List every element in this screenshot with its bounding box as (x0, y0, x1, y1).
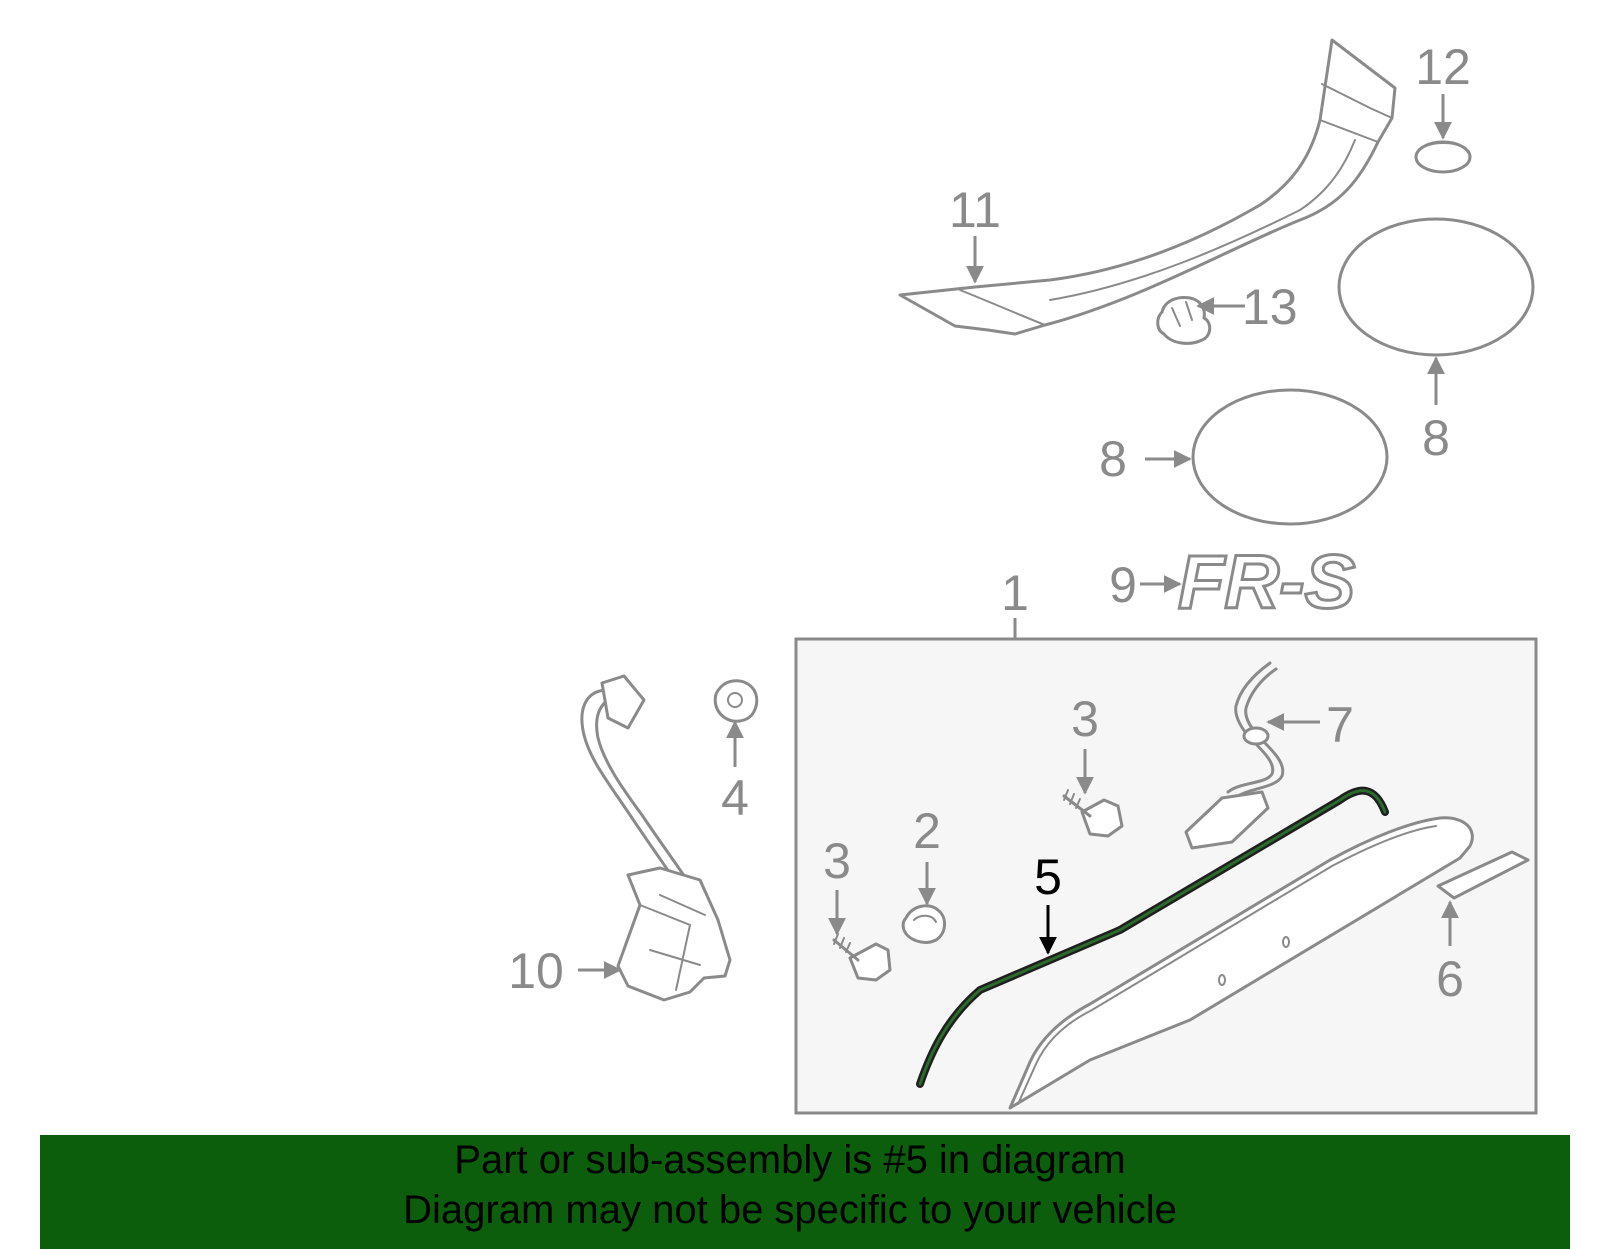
lamp-socket-harness (580, 674, 732, 1002)
callout-6: 6 (1436, 951, 1464, 1007)
banner-line-1: Part or sub-assembly is #5 in diagram (454, 1138, 1126, 1182)
push-clip (901, 904, 946, 944)
callout-13: 13 (1242, 279, 1298, 335)
weatherstrip-highlight-core (918, 789, 1387, 1086)
trunk-garnish (1008, 816, 1474, 1110)
fr-s-emblem: FR-S (1178, 540, 1355, 625)
seal-right (1337, 217, 1535, 357)
callout-8-right: 8 (1422, 410, 1450, 466)
info-banner: Part or sub-assembly is #5 in diagram Di… (40, 1135, 1570, 1249)
trim-pad (1436, 850, 1530, 900)
callout-5: 5 (1034, 849, 1062, 905)
callout-9: 9 (1109, 557, 1137, 613)
seal-left (1191, 388, 1389, 526)
callout-7: 7 (1326, 697, 1354, 753)
callout-3-lower: 3 (823, 833, 851, 889)
bolt-upper (1062, 789, 1124, 838)
callout-3-upper: 3 (1071, 691, 1099, 747)
callout-11: 11 (949, 182, 1001, 238)
callout-4: 4 (721, 770, 749, 826)
callout-8-left: 8 (1099, 431, 1127, 487)
callout-1: 1 (1001, 565, 1029, 621)
grommet (713, 679, 759, 723)
bolt-lower (832, 933, 892, 982)
license-lamp (1184, 661, 1285, 850)
callout-2: 2 (913, 803, 941, 859)
callout-12: 12 (1415, 39, 1471, 95)
rear-spoiler (898, 38, 1397, 336)
spoiler-clip (1156, 296, 1212, 345)
callout-10: 10 (508, 943, 564, 999)
cap-plug (1414, 140, 1472, 174)
banner-line-2: Diagram may not be specific to your vehi… (403, 1188, 1177, 1232)
